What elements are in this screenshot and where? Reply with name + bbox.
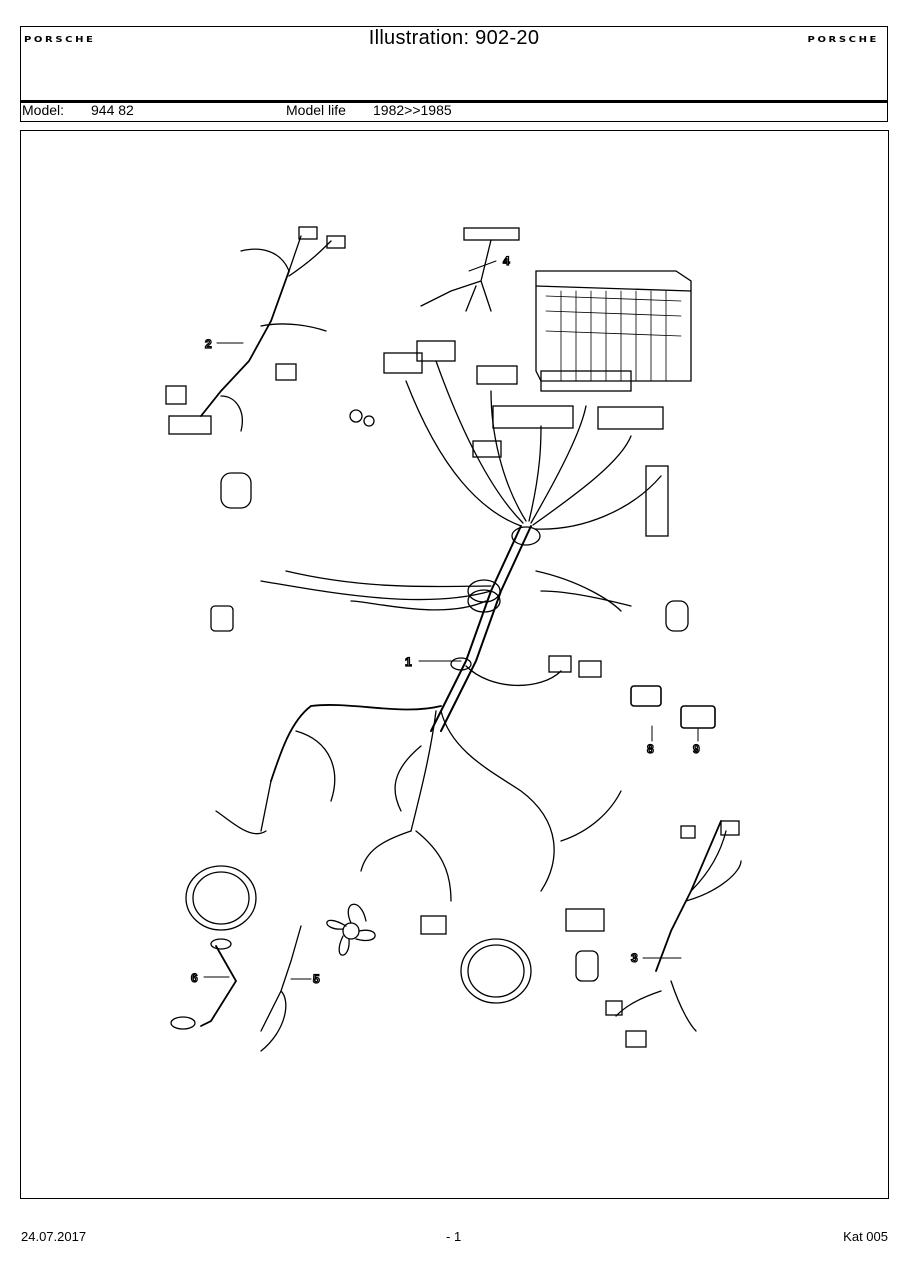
callout-8: 8 [647,742,654,756]
brand-logo-right: PORSCHE [807,36,879,45]
ground-straps [170,925,302,1052]
callout-5: 5 [313,972,320,986]
header-divider [21,100,887,103]
page-title: Illustration: 902-20 [368,27,540,49]
callout-9: 9 [693,742,700,756]
footer-date: 24.07.2017 [21,1229,87,1244]
small-components [210,409,716,982]
headlights [185,865,532,1004]
wiring-harness-drawing: 1 2 3 4 5 6 8 9 [165,226,742,1052]
model-life-value: 1982>>1985 [373,102,452,118]
illustration-frame: 1 2 3 4 5 6 8 9 [20,130,889,1199]
callout-6: 6 [191,971,198,985]
fuse-box [535,270,692,382]
callout-4: 4 [503,254,510,268]
connectors-top [383,227,669,537]
harness-3 [605,820,742,1048]
fan [326,903,376,956]
harness-2 [165,226,346,435]
model-label: Model: [22,102,65,118]
footer-page: - 1 [446,1229,462,1244]
main-harness [215,360,662,902]
callout-3: 3 [631,951,638,965]
callout-1: 1 [405,655,412,669]
model-life-label: Model life [286,102,346,118]
callout-leaders [203,260,699,980]
callout-2: 2 [205,337,212,351]
model-value: 944 82 [91,102,134,118]
header-box: PORSCHE Illustration: 902-20 PORSCHE Mod… [20,26,888,122]
footer-catalog: Kat 005 [843,1229,888,1244]
brand-logo-left: PORSCHE [24,36,96,45]
